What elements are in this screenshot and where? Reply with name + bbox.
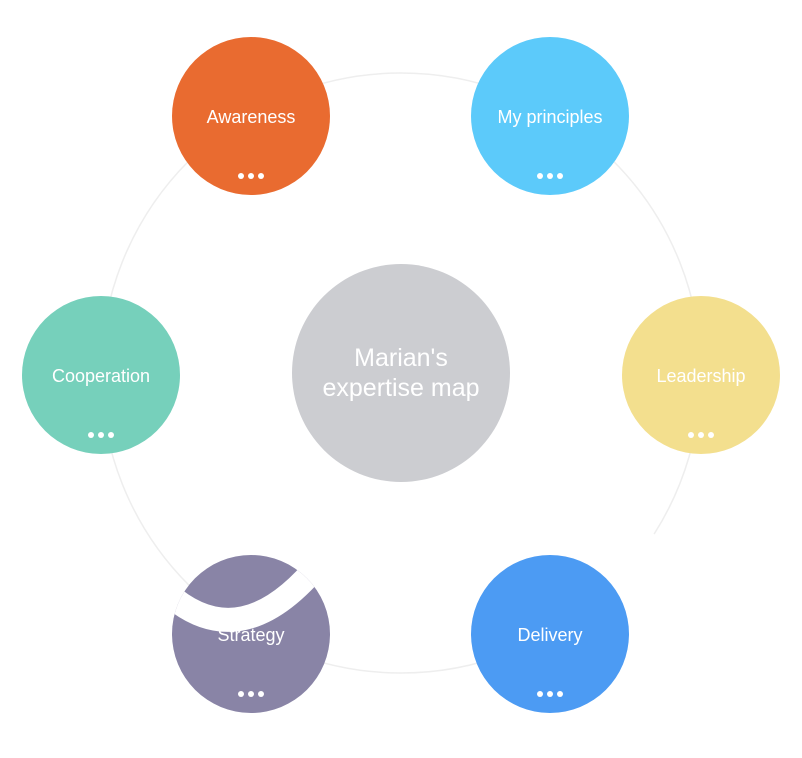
node-leadership[interactable]: Leadership [622, 296, 780, 454]
ellipsis-icon[interactable] [172, 685, 330, 699]
node-label: My principles [497, 107, 603, 127]
ellipsis-icon[interactable] [622, 426, 780, 440]
node-label: Awareness [206, 107, 296, 127]
node-cooperation[interactable]: Cooperation [22, 296, 180, 454]
node-my-principles[interactable]: My principles [471, 37, 629, 195]
ellipsis-icon[interactable] [22, 426, 180, 440]
node-label: Leadership [656, 366, 746, 386]
center-node: Marian's expertise map [292, 264, 510, 482]
node-delivery[interactable]: Delivery [471, 555, 629, 713]
ellipsis-icon[interactable] [172, 167, 330, 181]
center-title: Marian's expertise map [322, 344, 480, 402]
ellipsis-icon[interactable] [471, 167, 629, 181]
node-awareness[interactable]: Awareness [172, 37, 330, 195]
node-cutout [172, 555, 330, 632]
node-label: Delivery [517, 625, 583, 645]
node-label: Cooperation [51, 366, 151, 386]
node-strategy[interactable]: Strategy [172, 555, 330, 713]
node-label: Strategy [217, 625, 285, 645]
ellipsis-icon[interactable] [471, 685, 629, 699]
